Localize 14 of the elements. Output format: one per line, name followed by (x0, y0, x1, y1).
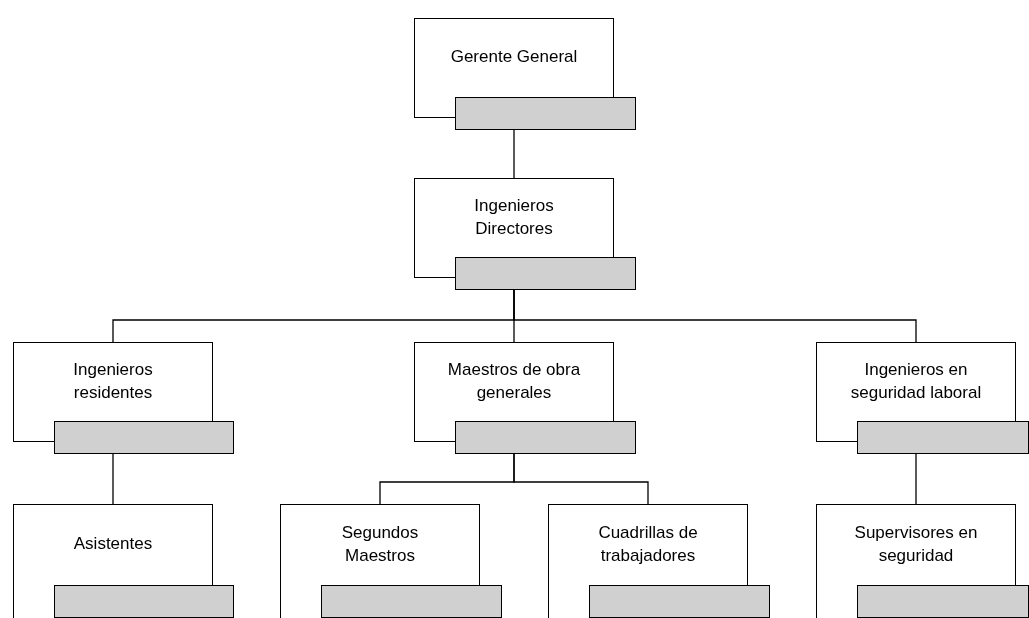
connector-line (915, 453, 917, 505)
position-title: Gerente General (450, 46, 578, 69)
position-title: Supervisores en seguridad (853, 521, 979, 567)
position-title: Ingenieros en seguridad laboral (849, 358, 983, 404)
connector-line (513, 289, 917, 343)
connector-line (513, 453, 649, 505)
connector-line (513, 129, 515, 179)
position-title: Asistentes (73, 533, 153, 556)
connector-line (112, 453, 114, 505)
position-title: Ingenieros residentes (72, 358, 154, 404)
position-title: Segundos Maestros (340, 521, 420, 567)
position-title: Ingenieros Directores (473, 194, 555, 240)
position-title: Cuadrillas de trabajadores (597, 521, 699, 567)
position-title: Maestros de obra generales (446, 358, 582, 404)
